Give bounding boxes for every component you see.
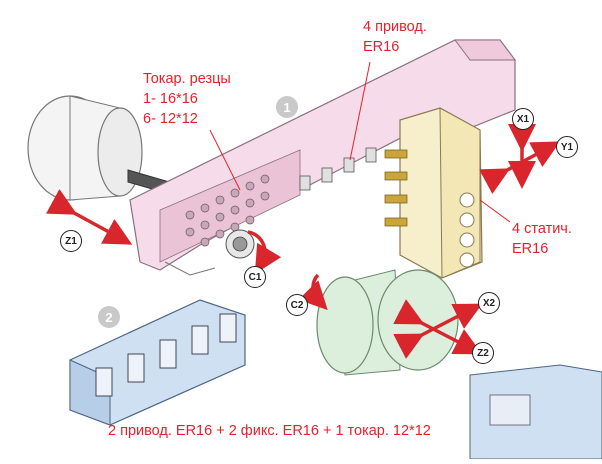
axis-c2-badge: C2 [286, 294, 308, 316]
driven-tools-title: 4 привод. [363, 19, 427, 35]
unit-2-marker: 2 [98, 306, 120, 328]
axis-y1-badge: Y1 [556, 136, 578, 158]
turning-tools-title: Токар. резцы [143, 71, 231, 87]
axis-z2-badge: Z2 [472, 342, 494, 364]
static-tools-spec: ER16 [512, 241, 549, 257]
bottom-caption: 2 привод. ER16 + 2 фикс. ER16 + 1 токар.… [108, 423, 431, 439]
axis-z1-badge: Z1 [60, 230, 82, 252]
partial-machine-corner [469, 364, 602, 460]
sub-spindle [316, 269, 459, 376]
axis-c1-badge: C1 [244, 266, 266, 288]
leader-lines [209, 61, 511, 223]
static-tools-title: 4 статич. [512, 221, 572, 237]
driven-tools-spec: ER16 [363, 39, 400, 55]
turning-tools-line2: 6- 12*12 [143, 111, 198, 127]
turning-tools-line1: 1- 16*16 [143, 91, 198, 107]
unit-1-marker: 1 [276, 96, 298, 118]
static-tool-block [384, 107, 483, 279]
axis-arrows [46, 124, 561, 359]
axis-x1-badge: X1 [512, 108, 534, 130]
turret-unit-1 [129, 39, 516, 276]
tool-unit-2 [69, 299, 246, 426]
axis-x2-badge: X2 [478, 292, 500, 314]
